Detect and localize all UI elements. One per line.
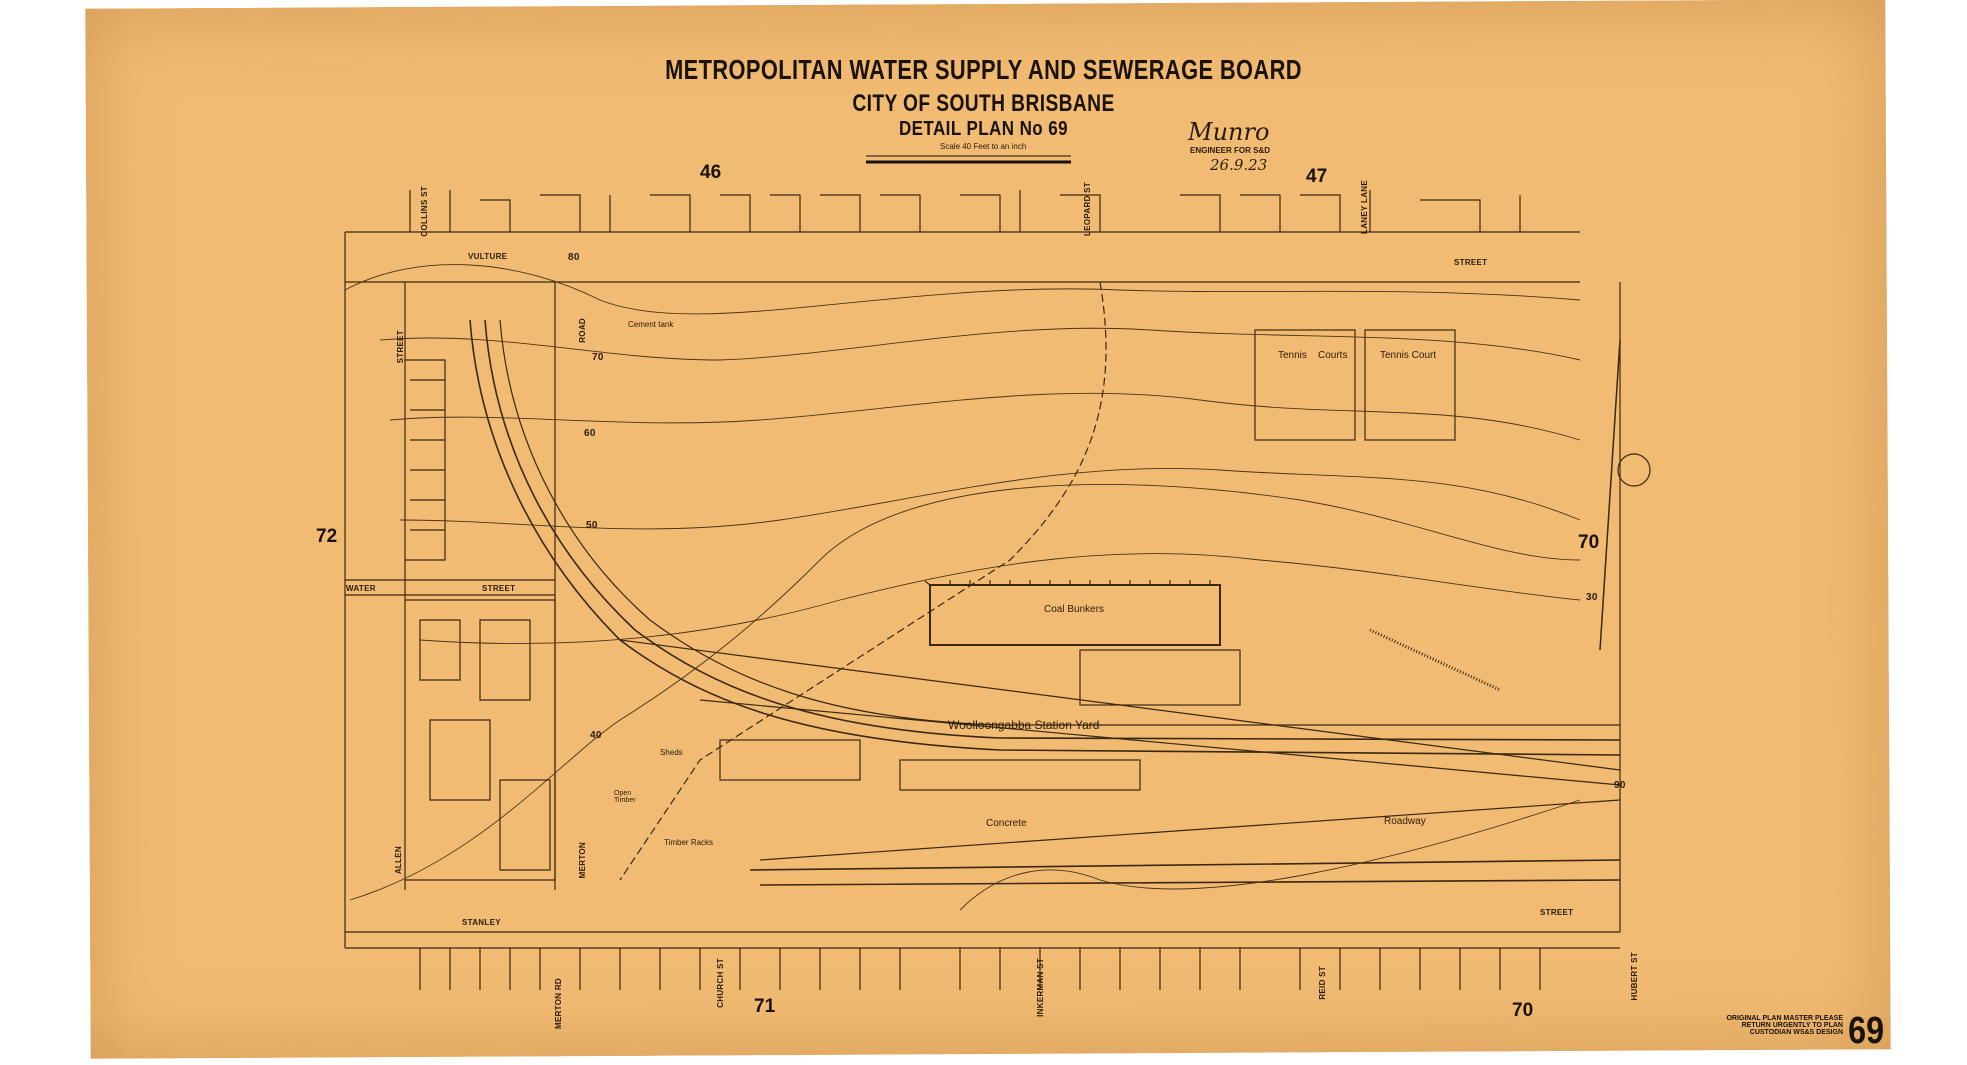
adjacent-plan-71: 71: [754, 996, 776, 1017]
engineer-label: ENGINEER FOR S&D: [1190, 146, 1271, 155]
area-roadway: Roadway: [1384, 816, 1426, 827]
city-title: CITY OF SOUTH BRISBANE: [852, 90, 1115, 117]
area-open-timber: Open Timber: [614, 790, 636, 804]
signature-date: 26.9.23: [1210, 156, 1268, 174]
street-label-water: WATER: [346, 584, 376, 593]
area-cement-tank: Cement tank: [628, 320, 674, 329]
street-label-reid: REID ST: [1318, 966, 1327, 1000]
adjacent-plan-70-south: 70: [1512, 1000, 1534, 1021]
plan-title: DETAIL PLAN No 69: [898, 118, 1069, 140]
street-label-street-ne: STREET: [1454, 258, 1488, 267]
street-label-allen: ALLEN: [394, 846, 403, 875]
area-coal-bunkers: Coal Bunkers: [1044, 604, 1105, 615]
engineer-signature: Munro: [1188, 118, 1270, 146]
street-label-inkerman: INKERMAN ST: [1036, 958, 1045, 1017]
contour-60: 60: [584, 428, 596, 439]
street-label-merton-rd: MERTON RD: [554, 978, 563, 1029]
plan-number: 69: [1848, 1010, 1885, 1052]
plan-master-note: ORIGINAL PLAN MASTER PLEASE RETURN URGEN…: [1726, 1015, 1843, 1036]
area-courts: Courts: [1318, 350, 1348, 361]
adjacent-plan-72: 72: [316, 526, 338, 547]
street-label-street-se: STREET: [1540, 908, 1574, 917]
contour-70: 70: [592, 352, 604, 363]
street-label-church: CHURCH ST: [716, 958, 725, 1008]
street-label-laney-lane: LANEY LANE: [1360, 180, 1369, 234]
street-label-stanley: STANLEY: [462, 918, 501, 927]
street-label-vulture: VULTURE: [468, 252, 508, 261]
contour-80: 80: [568, 252, 580, 263]
area-sheds: Sheds: [660, 748, 683, 757]
street-label-collins: COLLINS ST: [420, 186, 429, 237]
scale-bar: [866, 155, 1071, 164]
area-station-yard: Woolloongabba Station Yard: [948, 718, 1100, 732]
area-tennis: Tennis: [1278, 350, 1307, 361]
area-concrete: Concrete: [986, 818, 1027, 829]
contour-50: 50: [586, 520, 598, 531]
adjacent-plan-70-east: 70: [1578, 532, 1600, 553]
contour-90: 90: [1614, 780, 1626, 791]
street-label-hubert: HUBERT ST: [1630, 952, 1639, 1001]
street-label-leopard: LEOPARD ST: [1083, 182, 1092, 236]
contour-30: 30: [1586, 592, 1598, 603]
adjacent-plan-47: 47: [1306, 166, 1328, 187]
street-label-water-street: STREET: [482, 584, 516, 593]
street-label-street-w: STREET: [396, 330, 405, 364]
area-timber-racks: Timber Racks: [664, 838, 714, 847]
area-tennis-court: Tennis Court: [1380, 350, 1437, 361]
street-label-road: ROAD: [578, 318, 587, 343]
street-label-merton: MERTON: [578, 842, 587, 879]
board-title: METROPOLITAN WATER SUPPLY AND SEWERAGE B…: [665, 54, 1302, 85]
contour-40: 40: [590, 730, 602, 741]
scale-note: Scale 40 Feet to an inch: [940, 142, 1027, 151]
adjacent-plan-46: 46: [700, 162, 722, 183]
